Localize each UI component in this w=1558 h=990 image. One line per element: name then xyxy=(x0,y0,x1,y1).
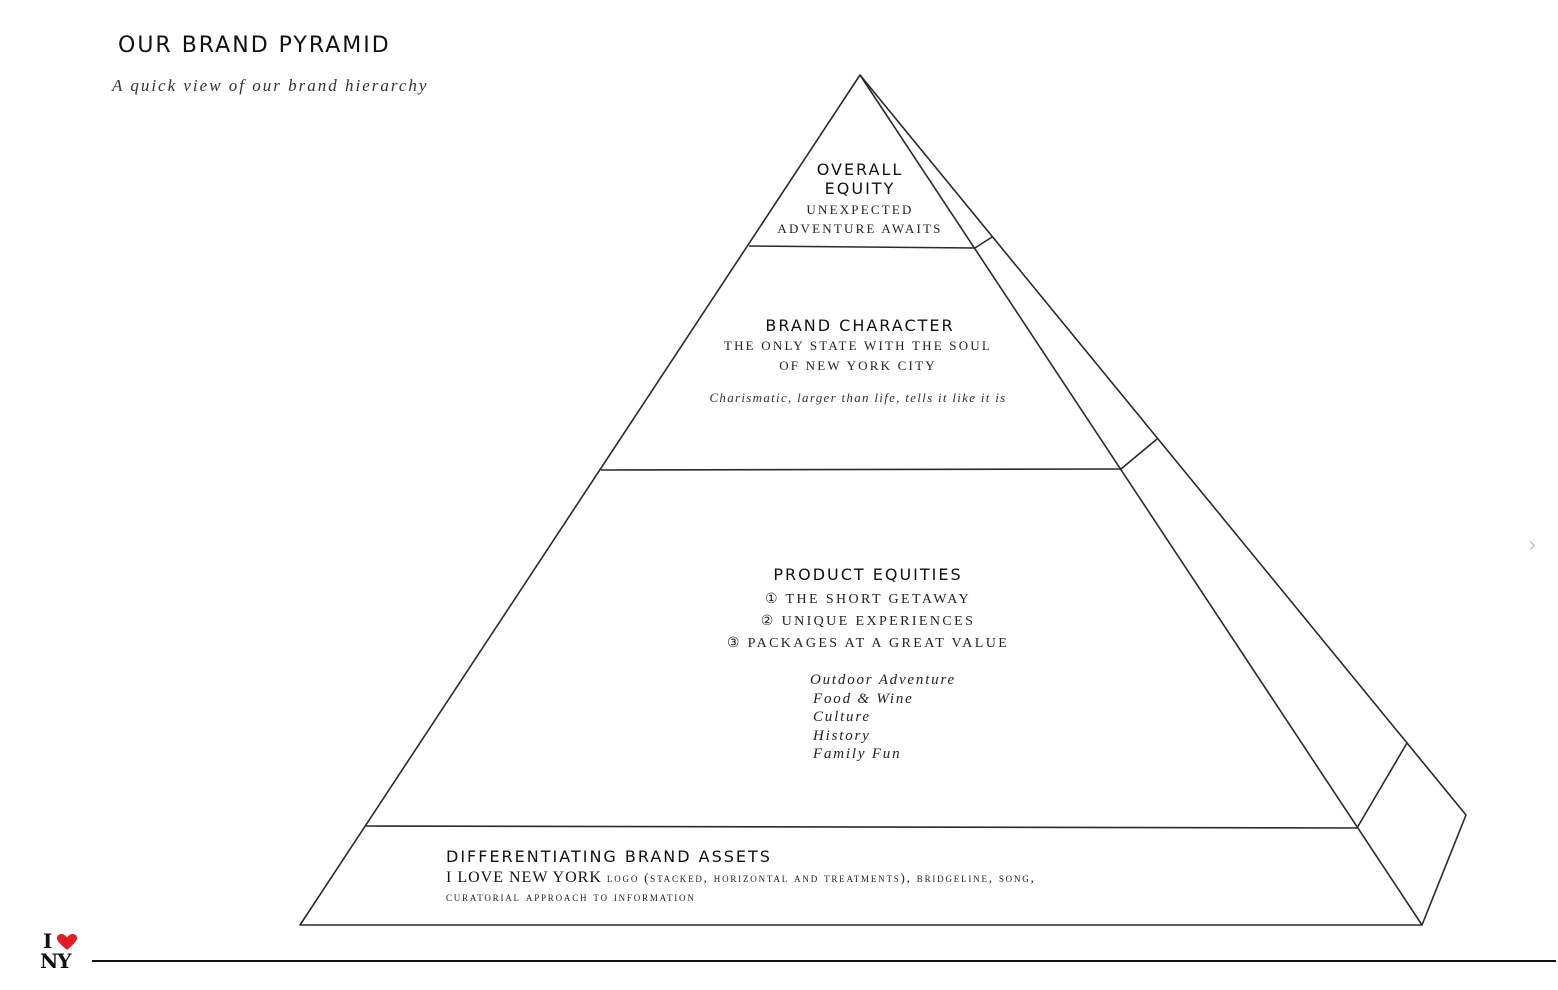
side-divider-3 xyxy=(1356,742,1408,829)
tier-product-equities: PRODUCT EQUITIES ① THE SHORT GETAWAY ② U… xyxy=(727,565,1009,762)
side-divider-1 xyxy=(974,236,993,249)
product-category-5: Family Fun xyxy=(812,746,901,762)
brand-character-title: BRAND CHARACTER xyxy=(765,316,954,335)
brand-assets-title: DIFFERENTIATING BRAND ASSETS xyxy=(446,847,772,866)
next-slide-chevron-icon[interactable]: › xyxy=(1528,533,1537,558)
i-love-ny-logo: I NY xyxy=(40,931,82,975)
tier-overall-equity: OVERALL EQUITY UNEXPECTED ADVENTURE AWAI… xyxy=(777,160,942,236)
page-subtitle: A quick view of our brand hierarchy xyxy=(112,76,429,95)
tier-divider-3 xyxy=(365,825,1358,829)
brand-character-sub-2: OF NEW YORK CITY xyxy=(779,358,937,373)
page-title: OUR BRAND PYRAMID xyxy=(118,33,391,58)
product-equity-item-2: ② UNIQUE EXPERIENCES xyxy=(761,614,976,629)
overall-equity-title-1: OVERALL xyxy=(817,160,904,179)
side-divider-2 xyxy=(1120,438,1158,470)
product-equity-item-3: ③ PACKAGES AT A GREAT VALUE xyxy=(727,636,1009,651)
logo-letters-ny: NY xyxy=(40,949,72,973)
footer-rule xyxy=(92,960,1556,962)
tier-brand-assets: DIFFERENTIATING BRAND ASSETS I LOVE NEW … xyxy=(446,847,1036,904)
product-category-2: Food & Wine xyxy=(812,691,914,707)
brand-assets-line-2: curatorial approach to information xyxy=(446,889,696,904)
product-category-3: Culture xyxy=(813,709,871,725)
brand-assets-logo-name: I LOVE NEW YORK xyxy=(446,869,602,886)
tier-divider-2 xyxy=(600,468,1122,471)
heart-icon xyxy=(57,934,77,950)
overall-equity-sub-1: UNEXPECTED xyxy=(806,202,913,217)
brand-character-sub-1: THE ONLY STATE WITH THE SOUL xyxy=(724,338,992,353)
tier-divider-1 xyxy=(748,245,976,249)
logo-letter-i: I xyxy=(43,929,53,953)
overall-equity-sub-2: ADVENTURE AWAITS xyxy=(777,221,942,236)
brand-character-description: Charismatic, larger than life, tells it … xyxy=(709,390,1006,405)
product-equities-title: PRODUCT EQUITIES xyxy=(773,565,962,584)
product-equity-item-1: ① THE SHORT GETAWAY xyxy=(765,592,971,607)
pyramid-side-face xyxy=(859,74,1467,926)
product-category-1: Outdoor Adventure xyxy=(810,672,956,688)
product-category-4: History xyxy=(812,728,871,744)
tier-brand-character: BRAND CHARACTER THE ONLY STATE WITH THE … xyxy=(709,316,1006,405)
brand-assets-line-1: I LOVE NEW YORK logo (stacked, horizonta… xyxy=(446,869,1036,886)
pyramid-front-face xyxy=(299,74,1423,926)
brand-assets-line-1-rest: logo (stacked, horizontal and treatments… xyxy=(602,870,1036,885)
overall-equity-title-2: EQUITY xyxy=(825,179,896,198)
